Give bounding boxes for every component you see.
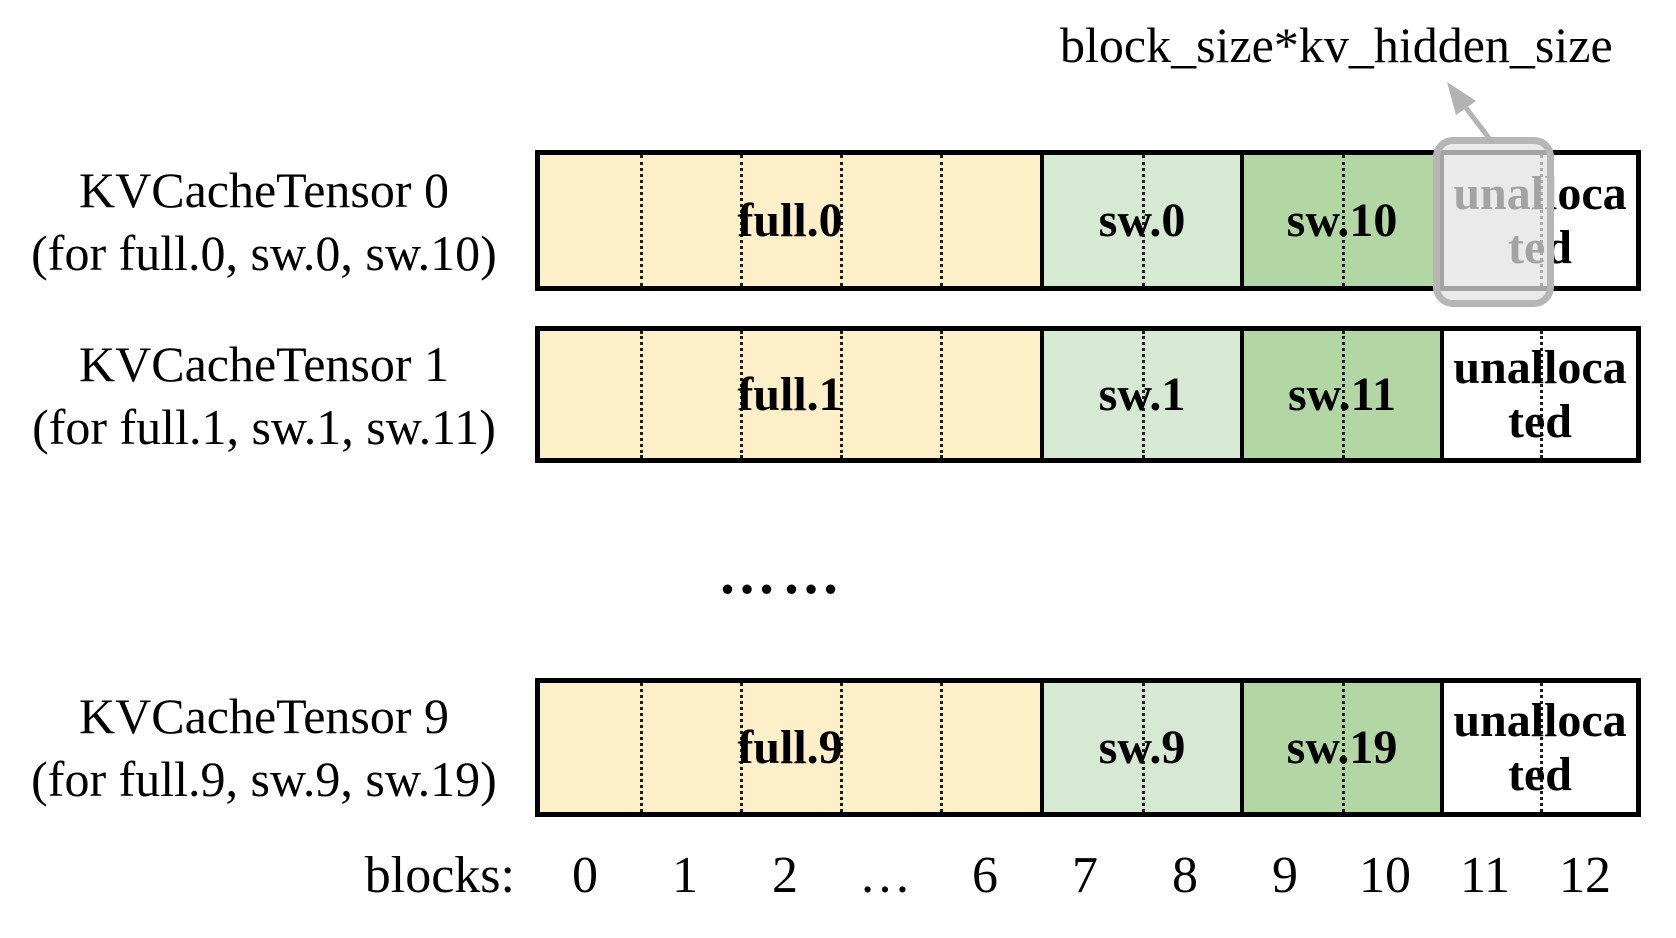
block-tick-10: 10	[1359, 847, 1411, 904]
segment-label: sw.19	[1286, 721, 1398, 774]
block-tick-0: 0	[572, 847, 598, 904]
cell-divider	[1342, 155, 1345, 286]
tensor-1-bar: full.1 sw.1 sw.11 unallocated	[535, 326, 1641, 463]
cell-divider	[1540, 331, 1543, 458]
segment-label: unallocated	[1453, 340, 1627, 448]
cell-divider	[840, 155, 843, 286]
tensor-1-segment-sw1: sw.1	[1040, 331, 1240, 458]
cell-divider	[940, 331, 943, 458]
segment-label: unallocated	[1453, 693, 1627, 801]
cell-divider	[840, 331, 843, 458]
segment-label: sw.10	[1286, 194, 1398, 247]
cell-divider	[1142, 331, 1145, 458]
tensor-0-segment-full: full.0	[540, 155, 1040, 286]
segment-label: full.9	[737, 721, 843, 774]
tensor-1-segment-unallocated: unallocated	[1440, 331, 1636, 458]
block-tick-7: 7	[1072, 847, 1098, 904]
tensor-1-label: KVCacheTensor 1 (for full.1, sw.1, sw.11…	[0, 333, 528, 459]
tensor-1-segment-full: full.1	[540, 331, 1040, 458]
tensor-1-title: KVCacheTensor 1	[79, 336, 449, 392]
cell-divider	[1342, 683, 1345, 812]
tensor-0-subtitle: (for full.0, sw.0, sw.10)	[31, 225, 497, 281]
block-tick-11: 11	[1459, 847, 1511, 904]
block-size-annotation: block_size*kv_hidden_size	[1060, 17, 1613, 73]
tensor-0-segment-sw10: sw.10	[1240, 155, 1440, 286]
tensor-9-segment-sw19: sw.19	[1240, 683, 1440, 812]
cell-divider	[940, 155, 943, 286]
tensor-1-subtitle: (for full.1, sw.1, sw.11)	[32, 399, 496, 455]
block-tick-9: 9	[1272, 847, 1298, 904]
tensor-9-segment-unallocated: unallocated	[1440, 683, 1636, 812]
block-tick-8: 8	[1172, 847, 1198, 904]
tensor-9-bar: full.9 sw.9 sw.19 unallocated	[535, 678, 1641, 817]
cell-divider	[640, 683, 643, 812]
cell-divider	[1142, 155, 1145, 286]
tensor-9-title: KVCacheTensor 9	[79, 688, 449, 744]
block-tick-6: 6	[972, 847, 998, 904]
tensor-9-segment-full: full.9	[540, 683, 1040, 812]
tensor-1-segment-sw11: sw.11	[1240, 331, 1440, 458]
block-tick-2: 2	[772, 847, 798, 904]
segment-label: sw.11	[1287, 368, 1397, 421]
cell-divider	[740, 331, 743, 458]
cell-divider	[640, 331, 643, 458]
block-highlight	[1433, 137, 1554, 307]
segment-label: sw.1	[1098, 368, 1186, 421]
segment-label: sw.0	[1098, 194, 1186, 247]
tensor-0-segment-sw0: sw.0	[1040, 155, 1240, 286]
cell-divider	[740, 683, 743, 812]
tensor-9-label: KVCacheTensor 9 (for full.9, sw.9, sw.19…	[0, 685, 528, 811]
segment-label: full.0	[737, 194, 843, 247]
blocks-axis-label: blocks:	[364, 847, 515, 904]
cell-divider	[840, 683, 843, 812]
tensor-0-title: KVCacheTensor 0	[79, 162, 449, 218]
segment-label: sw.9	[1098, 721, 1186, 774]
block-tick-12: 12	[1559, 847, 1611, 904]
tensor-9-subtitle: (for full.9, sw.9, sw.19)	[31, 751, 497, 807]
cell-divider	[640, 155, 643, 286]
block-tick-1: 1	[672, 847, 698, 904]
rows-ellipsis: ……	[718, 541, 846, 606]
cell-divider	[1540, 683, 1543, 812]
tensor-0-label: KVCacheTensor 0 (for full.0, sw.0, sw.10…	[0, 159, 528, 285]
cell-divider	[1142, 683, 1145, 812]
cell-divider	[940, 683, 943, 812]
cell-divider	[1342, 331, 1345, 458]
segment-label: full.1	[737, 368, 843, 421]
tensor-9-segment-sw9: sw.9	[1040, 683, 1240, 812]
cell-divider	[740, 155, 743, 286]
block-tick-ellipsis: …	[859, 847, 911, 904]
